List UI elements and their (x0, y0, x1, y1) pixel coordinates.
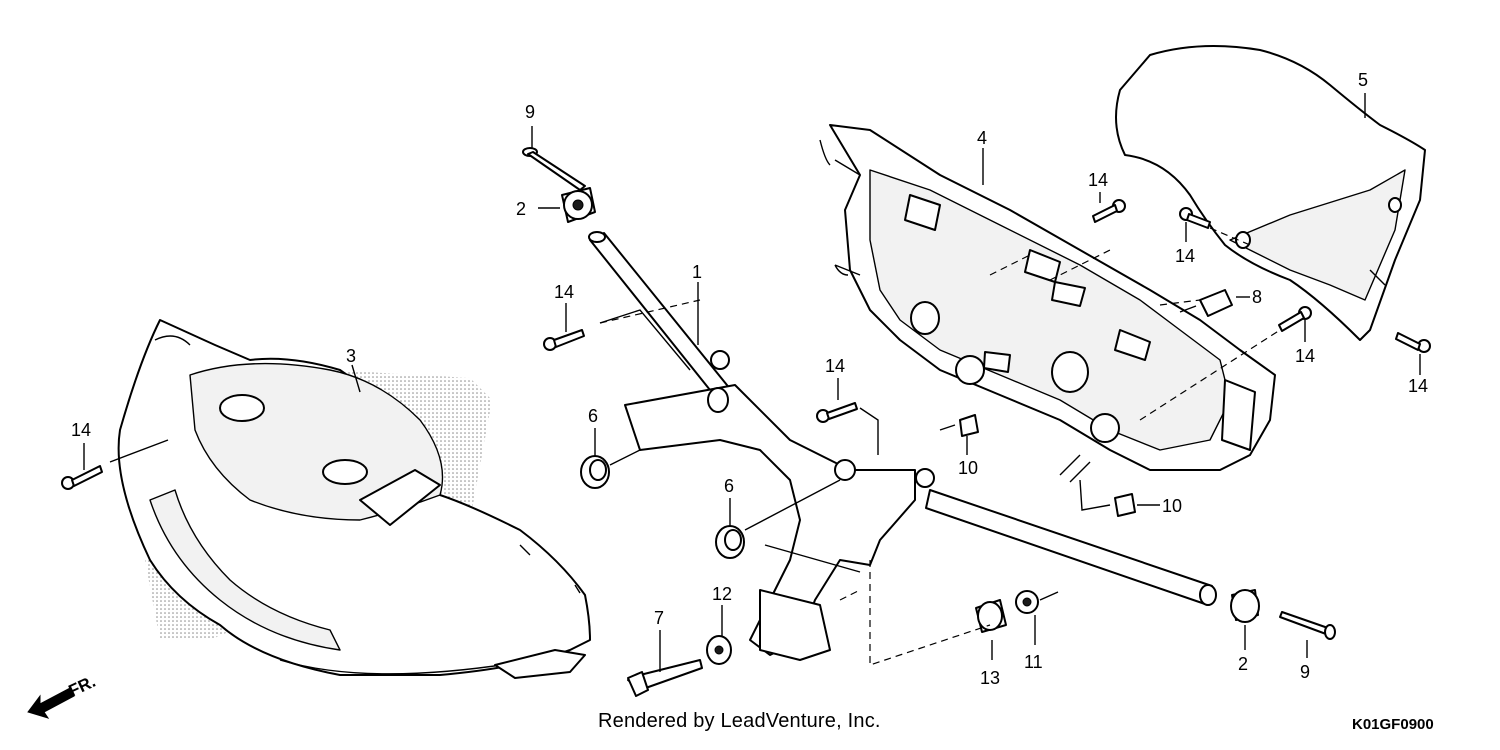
leader-lines (83, 93, 1421, 672)
screw-14-far-right (1395, 332, 1431, 353)
rubber-6-lower (715, 525, 745, 559)
fr-arrow-icon: FR. (27, 672, 99, 719)
screw-14-cover5-left (1179, 207, 1211, 229)
callout-7: 7 (654, 608, 664, 628)
callout-12: 12 (712, 584, 732, 604)
callout-14-mid-right: 14 (1295, 346, 1315, 366)
callout-14-far-right: 14 (1408, 376, 1428, 396)
callout-14-left: 14 (71, 420, 91, 440)
callout-numbers: 9 2 1 14 3 14 4 5 14 14 8 14 14 14 6 6 1… (71, 70, 1428, 688)
cushion-13 (975, 599, 1007, 633)
rubber-6-upper (580, 455, 610, 489)
weight-2-top (561, 187, 596, 223)
collar-12 (706, 635, 732, 665)
screw-14-cover4 (1092, 199, 1126, 223)
credit-text: Rendered by LeadVenture, Inc. (598, 710, 881, 732)
callout-5: 5 (1358, 70, 1368, 90)
callout-1: 1 (692, 262, 702, 282)
callout-6-lower: 6 (724, 476, 734, 496)
bolt-7 (627, 659, 703, 697)
callout-11: 11 (1024, 652, 1043, 672)
clip-10-upper (959, 414, 979, 437)
reference-lines (599, 227, 1281, 666)
diagram-code: K01GF0900 (1352, 716, 1434, 733)
callout-9-top: 9 (525, 102, 535, 122)
clip-10-lower (1114, 493, 1136, 517)
callout-3: 3 (346, 346, 356, 366)
callout-9-right: 9 (1300, 662, 1310, 682)
screw-14-left (61, 465, 103, 490)
callout-14-cover4: 14 (1088, 170, 1108, 190)
nut-11 (1015, 590, 1059, 614)
bolt-9-top (522, 147, 586, 191)
screw-14-center (816, 402, 858, 423)
front-handlebar-cover (117, 319, 591, 679)
callout-2-top: 2 (516, 199, 526, 219)
callout-14-upper-left: 14 (554, 282, 574, 302)
bolt-9-right (1279, 611, 1336, 640)
callout-14-cover5: 14 (1175, 246, 1195, 266)
callout-6-upper: 6 (588, 406, 598, 426)
callout-4: 4 (977, 128, 987, 148)
callout-10-lower: 10 (1162, 496, 1182, 516)
screw-14-upper-left (543, 329, 585, 351)
rear-handlebar-cover (819, 124, 1276, 483)
weight-2-right (1230, 589, 1260, 623)
screw-14-mid-right (1278, 306, 1312, 332)
handlebar-cover-top (1115, 45, 1426, 341)
bolt-8 (1179, 289, 1233, 317)
callout-2-right: 2 (1238, 654, 1248, 674)
callout-10-upper: 10 (958, 458, 978, 478)
callout-14-center: 14 (825, 356, 845, 376)
handlebar (588, 231, 1217, 661)
callout-13: 13 (980, 668, 1000, 688)
callout-8: 8 (1252, 287, 1262, 307)
